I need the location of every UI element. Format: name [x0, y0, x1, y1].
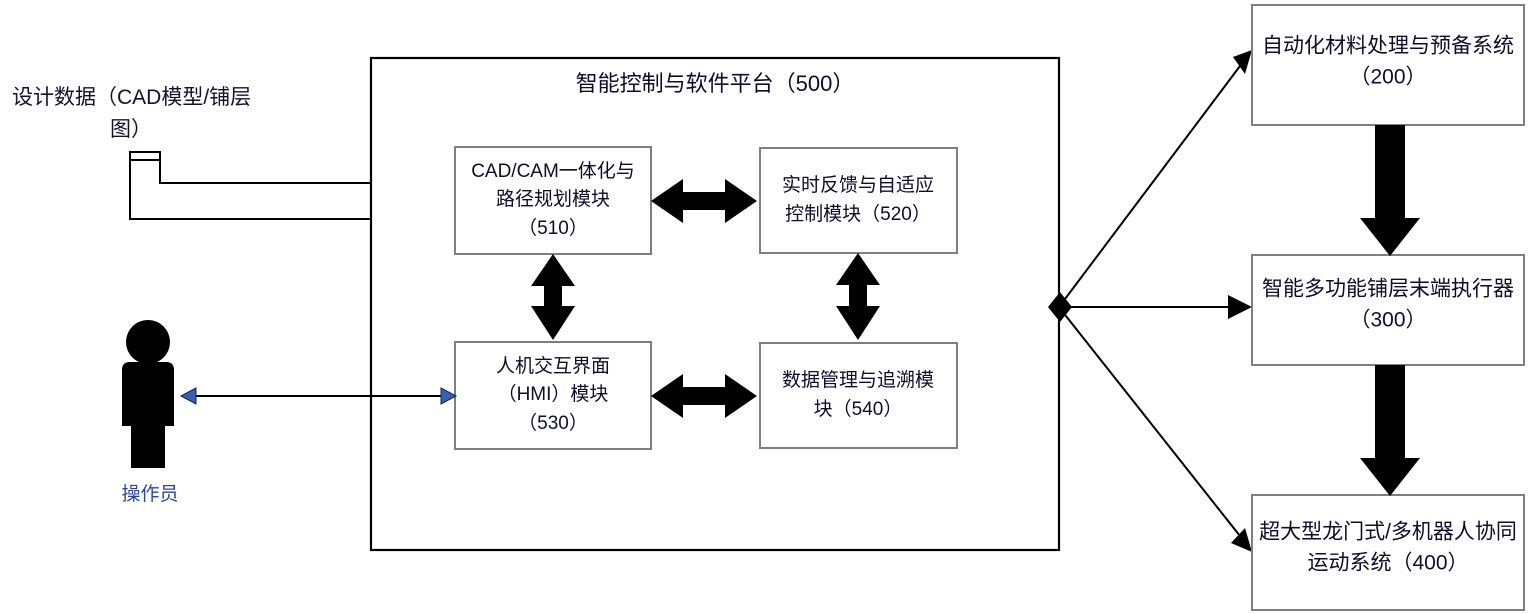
module-540-label-line1: 数据管理与追溯模 [782, 369, 934, 391]
arrow-head-400-icon [1231, 528, 1252, 552]
arrow-head-right-icon [440, 387, 458, 405]
arrow-operator-hmi [179, 387, 458, 405]
subsystem-300-label-line1: 智能多功能铺层末端执行器 [1262, 278, 1514, 301]
module-520[interactable]: 实时反馈与自适应 控制模块（520） [759, 147, 958, 254]
arrow-300-400 [1360, 365, 1420, 496]
arrow-200-300 [1360, 125, 1420, 256]
subsystem-200-box[interactable] [1251, 4, 1525, 126]
design-data-label-line1: 设计数据（CAD模型/铺层 [12, 86, 251, 109]
subsystem-300[interactable]: 智能多功能铺层末端执行器 （300） [1251, 254, 1525, 366]
arrow-520-540 [836, 253, 880, 340]
module-510[interactable]: CAD/CAM一体化与 路径规划模块 （510） [454, 146, 652, 255]
arrow-510-520 [651, 179, 757, 223]
module-510-label-line1: CAD/CAM一体化与 [471, 160, 635, 182]
platform-container [369, 56, 1061, 552]
subsystem-400-box[interactable] [1251, 494, 1525, 611]
arrow-530-540 [651, 374, 757, 418]
arrow-510-530 [531, 254, 575, 340]
design-data-label-line2: 图） [110, 118, 152, 141]
design-data-label: 设计数据（CAD模型/铺层 图） [12, 86, 251, 141]
module-540-box[interactable] [759, 342, 958, 449]
module-520-label-line2: 控制模块（520） [785, 203, 931, 225]
connector-hub-to-200 [1061, 50, 1252, 304]
module-510-label-line3: （510） [518, 217, 588, 239]
module-540[interactable]: 数据管理与追溯模 块（540） [759, 342, 958, 449]
subsystem-200-label-line2: （200） [1349, 66, 1426, 89]
operator-actor: 操作员 [121, 320, 179, 505]
module-530-box[interactable] [454, 341, 652, 450]
connector-hub-to-400 [1061, 310, 1252, 552]
module-530-label-line2: （HMI）模块 [498, 383, 609, 405]
operator-head-icon [126, 320, 170, 364]
operator-label: 操作员 [121, 483, 178, 505]
module-520-box[interactable] [759, 147, 958, 254]
module-540-label-line2: 块（540） [814, 398, 903, 420]
module-530-label-line3: （530） [518, 412, 588, 434]
operator-body-icon [122, 362, 174, 468]
arrow-head-300-icon [1228, 295, 1252, 319]
subsystem-400-label-line1: 超大型龙门式/多机器人协同 [1259, 521, 1517, 544]
module-510-box[interactable] [454, 146, 652, 255]
subsystem-400-label-line2: 运动系统（400） [1307, 552, 1468, 575]
subsystem-200[interactable]: 自动化材料处理与预备系统 （200） [1251, 4, 1525, 126]
arrow-head-left-icon [179, 387, 197, 405]
module-520-label-line1: 实时反馈与自适应 [782, 174, 934, 196]
arrow-head-200-icon [1233, 50, 1252, 74]
subsystem-400[interactable]: 超大型龙门式/多机器人协同 运动系统（400） [1251, 494, 1525, 611]
module-530[interactable]: 人机交互界面 （HMI）模块 （530） [454, 341, 652, 450]
subsystem-300-label-line2: （300） [1349, 309, 1426, 332]
connector-hub-to-300 [1066, 295, 1252, 319]
module-530-label-line1: 人机交互界面 [496, 355, 610, 377]
module-510-label-line2: 路径规划模块 [496, 188, 610, 210]
platform-title: 智能控制与软件平台（500） [576, 71, 855, 96]
operator-legs-icon [131, 426, 165, 468]
subsystem-200-label-line1: 自动化材料处理与预备系统 [1262, 35, 1514, 58]
subsystem-300-box[interactable] [1251, 254, 1525, 366]
